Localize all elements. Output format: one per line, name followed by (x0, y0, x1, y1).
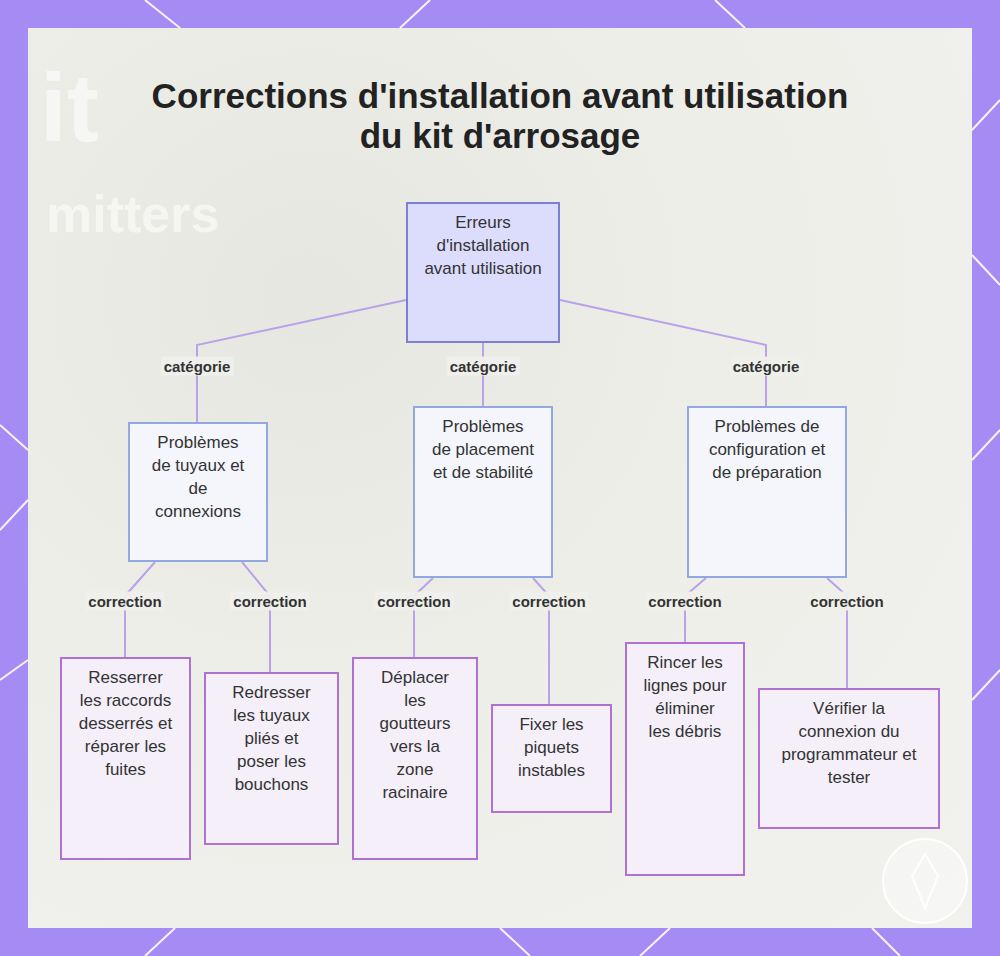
connector-line (242, 562, 270, 672)
edge-label: correction (230, 592, 309, 611)
node-text: Redresser les tuyaux pliés et poser les … (222, 681, 321, 796)
correction-box: Resserrer les raccords desserrés et répa… (60, 657, 191, 860)
edge-label: correction (85, 592, 164, 611)
connector-line (414, 578, 433, 657)
correction-box: Fixer les piquets instables (491, 704, 612, 813)
node-text: Resserrer les raccords desserrés et répa… (78, 666, 173, 781)
watermark-text: it (40, 60, 99, 156)
watermark-text: mitters (46, 188, 219, 240)
diagram-title: Corrections d'installation avant utilisa… (150, 76, 850, 156)
node-text: Rincer les lignes pour éliminer les débr… (643, 651, 727, 743)
edge-label: correction (509, 592, 588, 611)
category-box: Problèmes de configuration et de prépara… (687, 406, 847, 578)
node-text: Vérifier la connexion du programmateur e… (776, 697, 922, 789)
edge-label: correction (645, 592, 724, 611)
category-box: Problèmes de tuyaux et de connexions (128, 422, 268, 562)
node-text: Problèmes de tuyaux et de connexions (146, 431, 250, 523)
correction-box: Vérifier la connexion du programmateur e… (758, 688, 940, 829)
node-text: Fixer les piquets instables (509, 713, 594, 782)
node-text: Problèmes de configuration et de prépara… (705, 415, 829, 484)
edge-label: catégorie (730, 357, 803, 376)
correction-box: Rincer les lignes pour éliminer les débr… (625, 642, 745, 876)
correction-box: Déplacer les goutteurs vers la zone raci… (352, 657, 478, 860)
edge-label: catégorie (447, 357, 520, 376)
logo-mark (880, 836, 970, 926)
correction-box: Redresser les tuyaux pliés et poser les … (204, 672, 339, 845)
edge-label: correction (807, 592, 886, 611)
edge-label: catégorie (161, 357, 234, 376)
connector-line (560, 300, 766, 406)
node-text: Problèmes de placement et de stabilité (431, 415, 535, 484)
edge-label: correction (374, 592, 453, 611)
node-text: Erreurs d'installation avant utilisation (424, 211, 542, 280)
category-box: Problèmes de placement et de stabilité (413, 406, 553, 578)
node-text: Déplacer les goutteurs vers la zone raci… (370, 666, 460, 804)
root-box: Erreurs d'installation avant utilisation (406, 202, 560, 343)
